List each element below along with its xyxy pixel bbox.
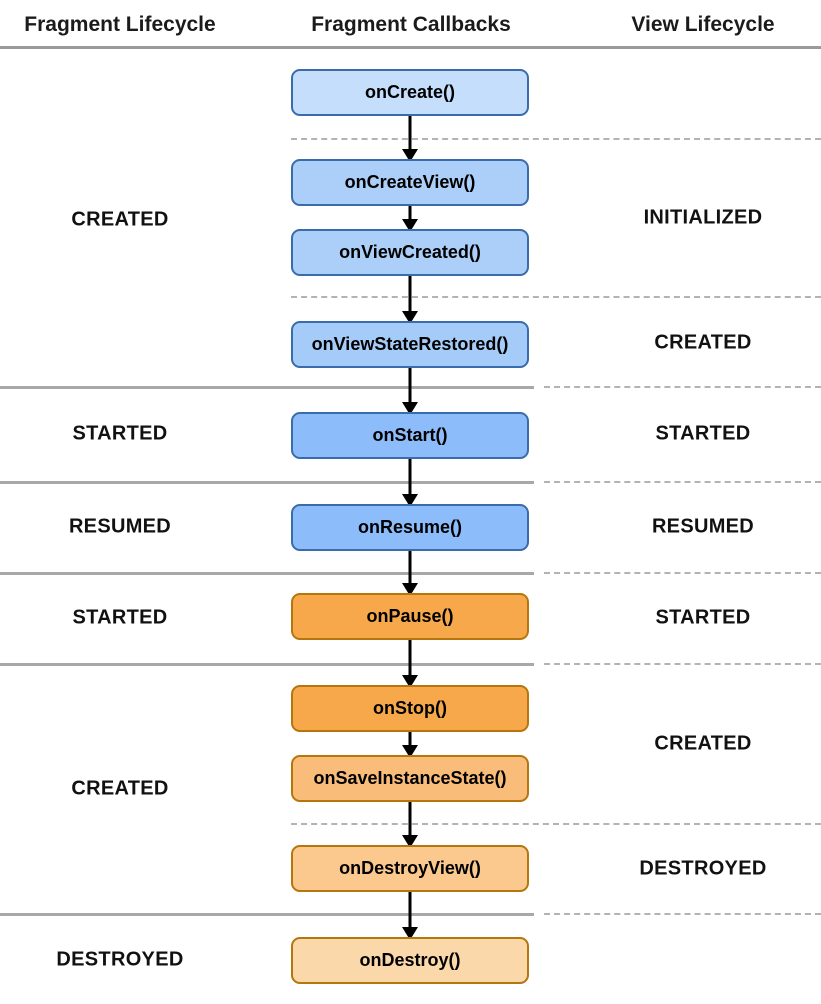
section-divider-solid: [0, 386, 534, 389]
flow-arrow-shaft: [408, 276, 412, 311]
view-state-label: INITIALIZED: [643, 206, 763, 229]
fragment-state-label: DESTROYED: [56, 948, 184, 971]
section-divider-solid: [0, 481, 534, 484]
view-state-label: CREATED: [654, 732, 752, 755]
flow-arrow-head: [402, 402, 418, 415]
flow-arrow-shaft: [408, 551, 412, 583]
header-divider-line: [0, 46, 821, 49]
flow-arrow-shaft: [408, 367, 412, 402]
section-divider-dashed: [544, 386, 821, 388]
fragment-state-label: CREATED: [71, 208, 169, 231]
view-state-label: RESUMED: [651, 515, 755, 538]
flow-arrow-head: [402, 583, 418, 596]
flow-arrow-shaft: [408, 640, 412, 675]
callback-box-onResume: onResume(): [291, 504, 529, 551]
callback-box-onSaveInstanceState: onSaveInstanceState(): [291, 755, 529, 802]
flow-arrow-head: [402, 675, 418, 688]
column-title-fragment-lifecycle: Fragment Lifecycle: [24, 13, 216, 36]
fragment-state-label: STARTED: [72, 606, 168, 629]
flow-arrow-shaft: [408, 206, 412, 219]
flow-arrow-head: [402, 311, 418, 324]
callback-box-onViewCreated: onViewCreated(): [291, 229, 529, 276]
callback-box-onViewStateRestored: onViewStateRestored(): [291, 321, 529, 368]
flow-arrow-shaft: [408, 892, 412, 927]
callback-box-onStart: onStart(): [291, 412, 529, 459]
flow-arrow-shaft: [408, 458, 412, 494]
view-state-label: STARTED: [655, 606, 751, 629]
flow-arrow-shaft: [408, 802, 412, 835]
flow-arrow-head: [402, 219, 418, 232]
view-state-label: STARTED: [655, 422, 751, 445]
section-divider-dashed: [544, 481, 821, 483]
section-divider-dashed: [291, 823, 821, 825]
column-title-fragment-callbacks: Fragment Callbacks: [311, 13, 511, 36]
flow-arrow-head: [402, 149, 418, 162]
flow-arrow-head: [402, 927, 418, 940]
callback-box-onDestroyView: onDestroyView(): [291, 845, 529, 892]
section-divider-dashed: [291, 138, 821, 140]
fragment-state-label: STARTED: [72, 422, 168, 445]
section-divider-dashed: [544, 913, 821, 915]
flow-arrow-head: [402, 745, 418, 758]
column-title-view-lifecycle: View Lifecycle: [631, 13, 775, 36]
callback-box-onStop: onStop(): [291, 685, 529, 732]
callback-box-onCreateView: onCreateView(): [291, 159, 529, 206]
section-divider-solid: [0, 663, 534, 666]
callback-box-onDestroy: onDestroy(): [291, 937, 529, 984]
fragment-state-label: RESUMED: [68, 515, 172, 538]
callback-box-onCreate: onCreate(): [291, 69, 529, 116]
flow-arrow-shaft: [408, 116, 412, 149]
section-divider-dashed: [544, 572, 821, 574]
flow-arrow-shaft: [408, 731, 412, 745]
flow-arrow-head: [402, 835, 418, 848]
callback-box-onPause: onPause(): [291, 593, 529, 640]
view-state-label: DESTROYED: [639, 857, 767, 880]
section-divider-dashed: [291, 296, 821, 298]
section-divider-solid: [0, 913, 534, 916]
view-state-label: CREATED: [654, 331, 752, 354]
flow-arrow-head: [402, 494, 418, 507]
fragment-state-label: CREATED: [71, 777, 169, 800]
section-divider-solid: [0, 572, 534, 575]
section-divider-dashed: [544, 663, 821, 665]
